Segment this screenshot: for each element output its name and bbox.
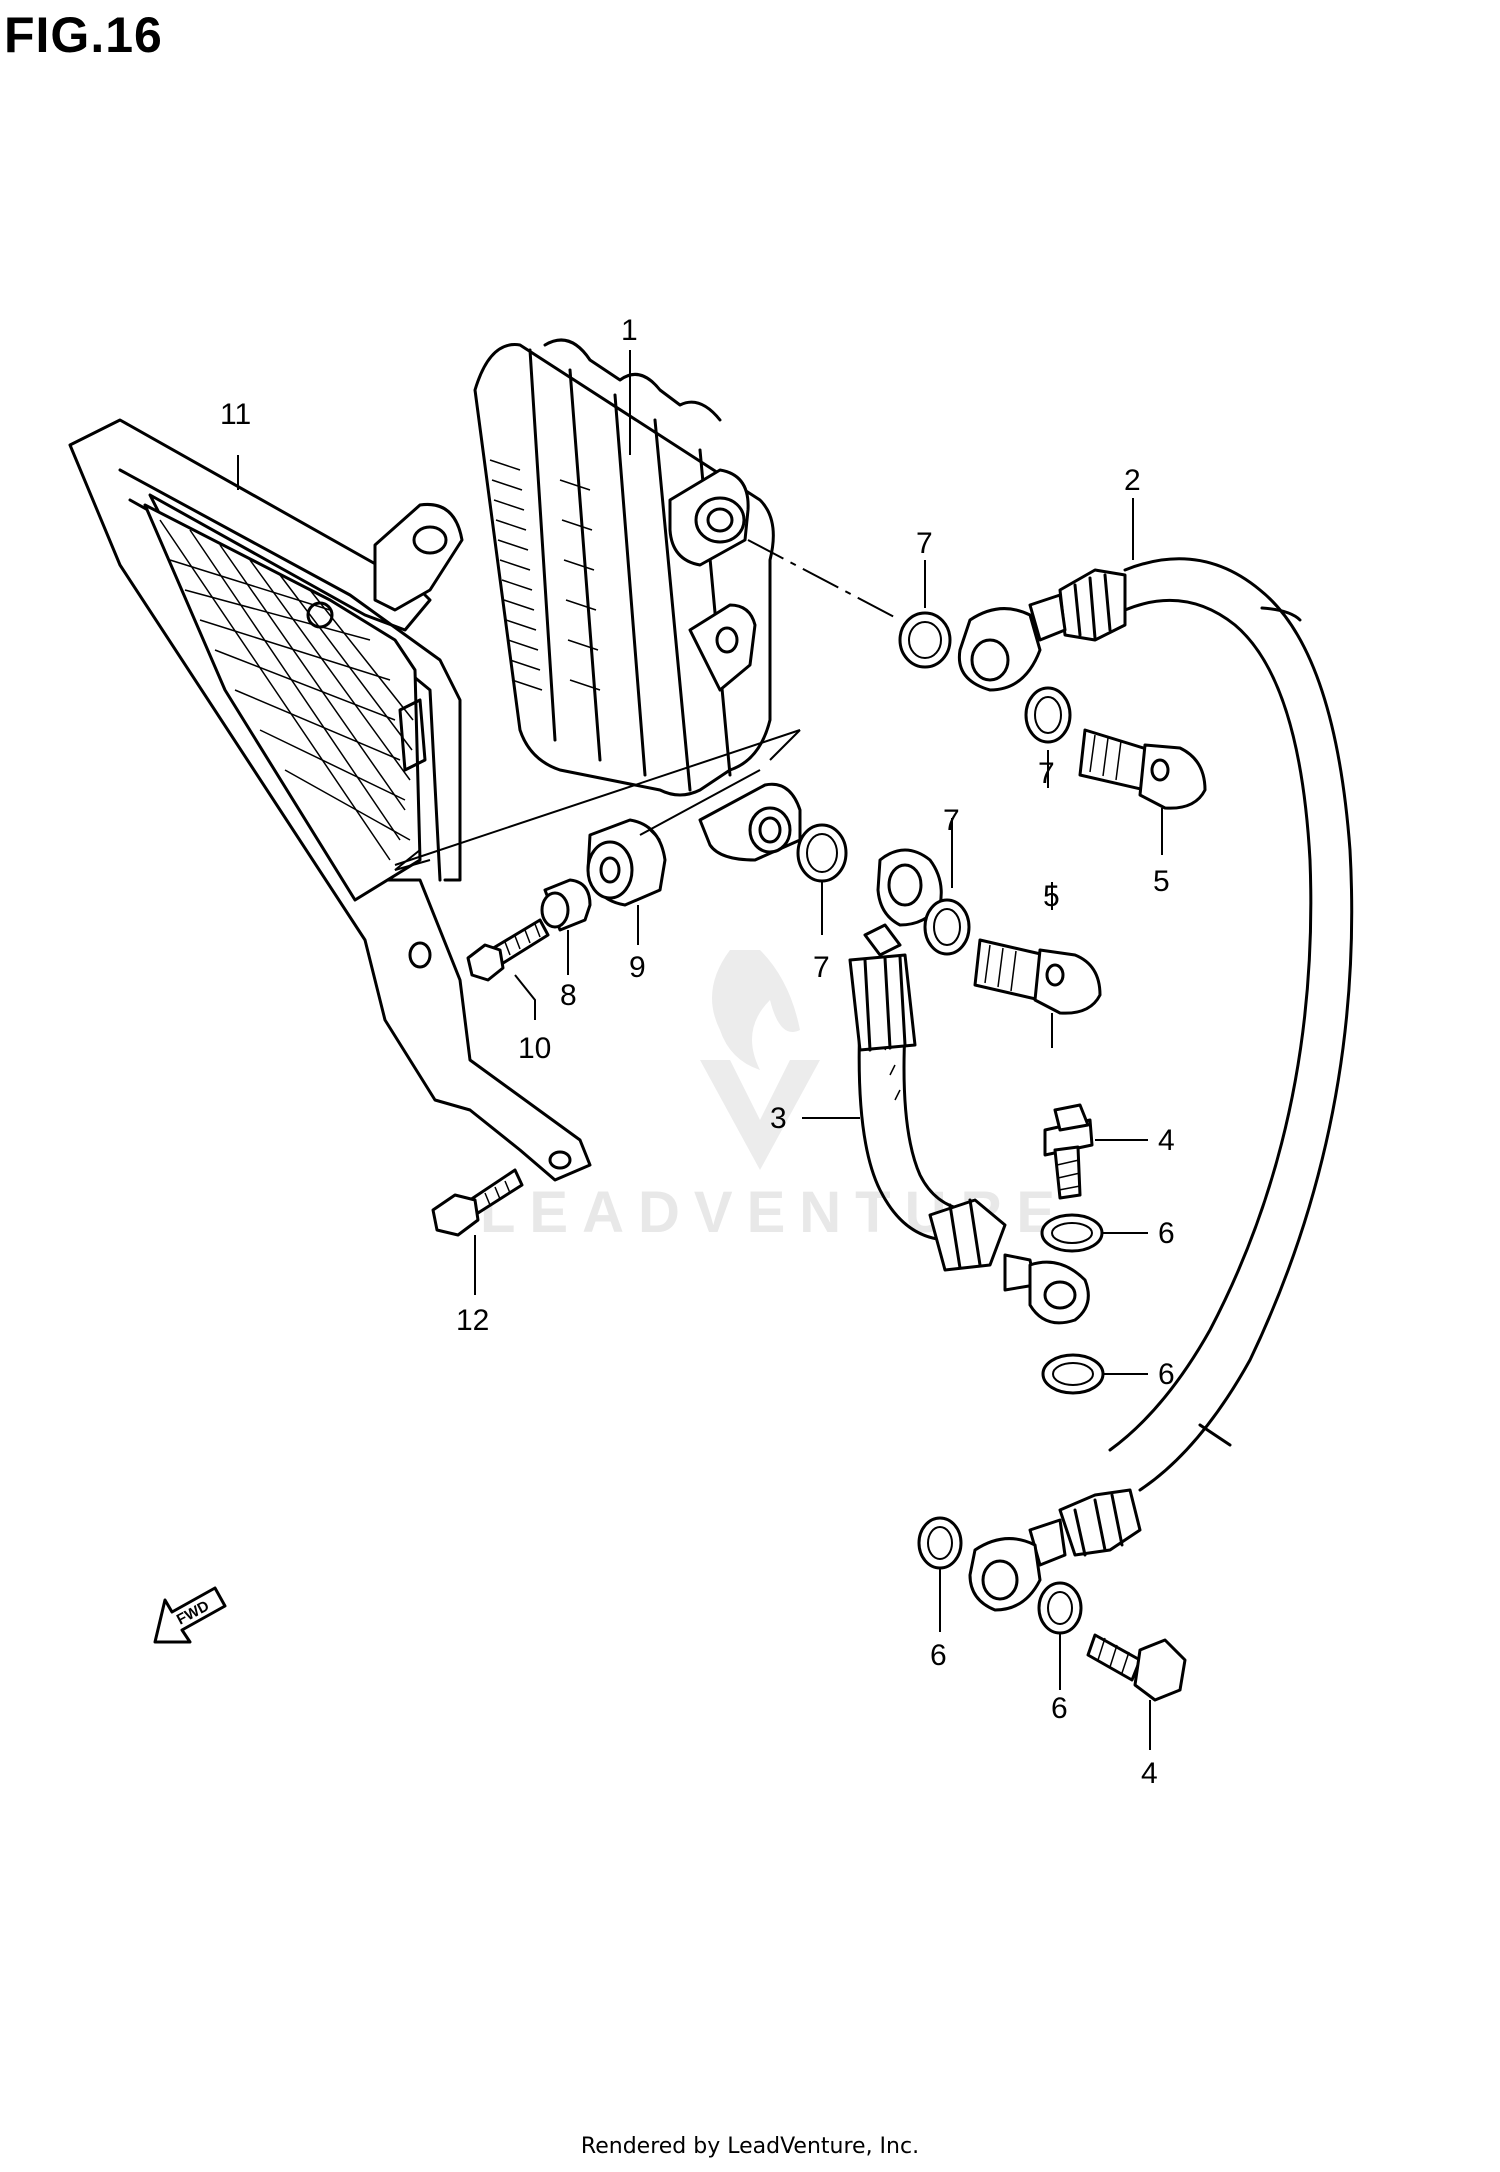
washer-7-b (1024, 686, 1072, 744)
callout-labels: 1 11 2 7 7 7 7 5 5 9 8 10 3 4 6 12 6 6 6… (220, 314, 1175, 1790)
callout-6-c: 6 (930, 1639, 947, 1672)
callout-7-c: 7 (943, 804, 960, 837)
callout-10: 10 (518, 1032, 551, 1065)
part-12-bolt[interactable] (431, 1168, 524, 1237)
cooler-fins (489, 459, 601, 691)
part-5-union-bolt-upper[interactable] (1078, 728, 1207, 810)
washers[interactable] (796, 611, 1105, 1635)
part-11-guard-bracket[interactable] (68, 418, 592, 1182)
callout-1: 1 (621, 314, 638, 347)
washer-6-c (917, 1516, 963, 1570)
callout-8: 8 (560, 979, 577, 1012)
footer-credit: Rendered by LeadVenture, Inc. (580, 2134, 920, 2159)
callout-12: 12 (456, 1304, 489, 1337)
part-2-oil-hose[interactable] (957, 557, 1354, 1612)
callout-6-d: 6 (1051, 1692, 1068, 1725)
callout-2: 2 (1124, 464, 1141, 497)
part-9-grommet[interactable] (586, 818, 667, 907)
part-4-bolt-lower[interactable] (1086, 1633, 1187, 1702)
callout-11: 11 (220, 398, 251, 431)
figure-title: FIG.16 (4, 7, 163, 63)
callout-3: 3 (770, 1102, 787, 1135)
washer-7-d (923, 898, 971, 956)
part-10-bolt[interactable] (466, 918, 550, 982)
washer-7-a (898, 611, 952, 669)
assembly-lines (394, 539, 901, 871)
part-1-oil-cooler[interactable] (473, 338, 802, 862)
callout-5-b: 5 (1043, 880, 1060, 913)
part-5-union-bolt-lower[interactable] (973, 938, 1102, 1015)
washer-6-d (1037, 1581, 1083, 1635)
fwd-arrow-icon: FWD (153, 1586, 227, 1644)
callout-7-a: 7 (916, 527, 933, 560)
callout-4-b: 4 (1141, 1757, 1158, 1790)
callout-7-d: 7 (813, 951, 830, 984)
mesh-hatching (159, 519, 414, 861)
callout-9: 9 (629, 951, 646, 984)
callout-6-a: 6 (1158, 1217, 1175, 1250)
callout-7-b: 7 (1038, 757, 1055, 790)
callout-5-a: 5 (1153, 865, 1170, 898)
callout-4-a: 4 (1158, 1124, 1175, 1157)
part-4-bolt-upper[interactable] (1043, 1103, 1094, 1200)
part-8-collar[interactable] (540, 878, 592, 932)
callout-6-b: 6 (1158, 1358, 1175, 1391)
leader-lines (237, 350, 1163, 1750)
